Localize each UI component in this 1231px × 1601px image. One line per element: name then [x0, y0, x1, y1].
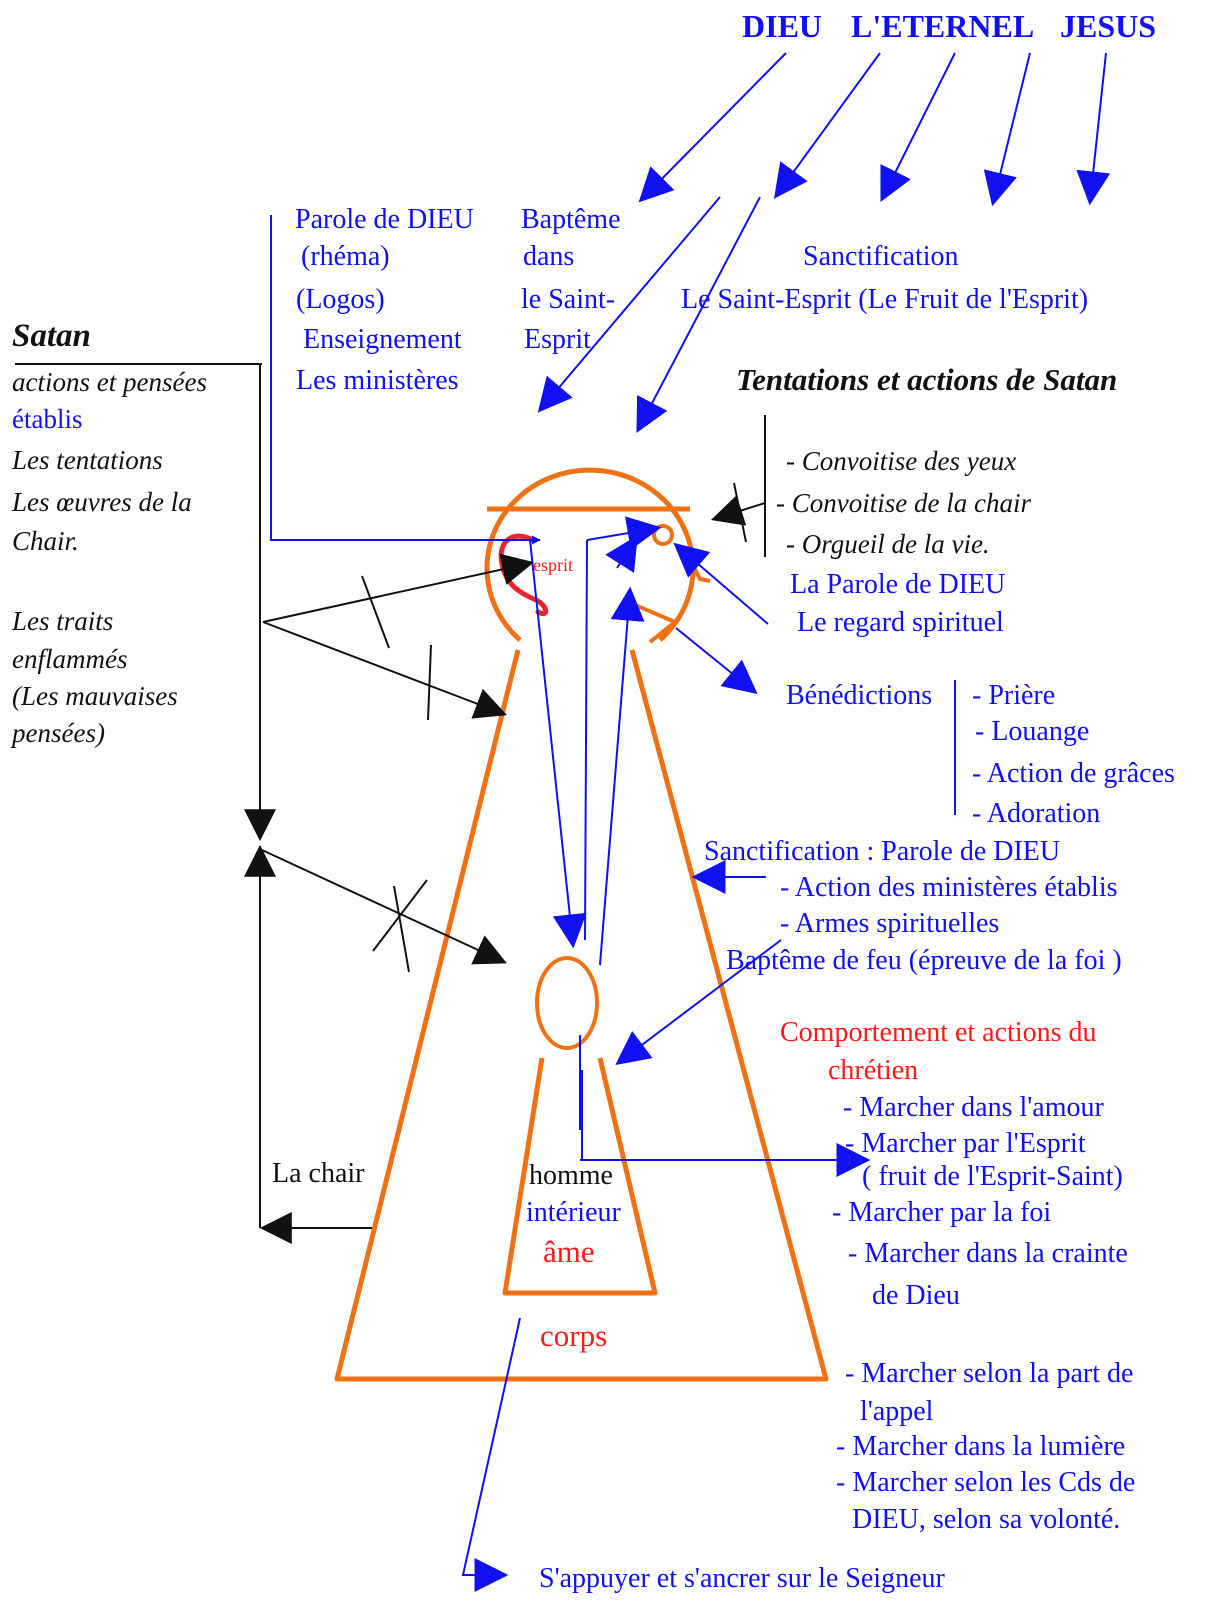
- benediction-item-3: - Action de grâces: [972, 758, 1175, 789]
- sanctification2-line-3: - Armes spirituelles: [780, 908, 1000, 939]
- parole-line: [270, 215, 541, 545]
- comportement-item-10: - Marcher selon les Cds de: [836, 1467, 1136, 1498]
- label-chair: La chair: [272, 1158, 365, 1189]
- tentations-title: Tentations et actions de Satan: [736, 362, 1118, 397]
- sanctification-title: Sanctification: [803, 241, 959, 272]
- comportement-item-7: - Marcher selon la part de: [845, 1358, 1134, 1389]
- bapteme-line-2: dans: [523, 241, 575, 272]
- label-interieur: intérieur: [526, 1197, 621, 1228]
- bapteme-line-1: Baptême: [521, 204, 621, 235]
- tentations-bracket: [710, 415, 766, 557]
- bottom-label: S'appuyer et s'ancrer sur le Seigneur: [539, 1563, 945, 1594]
- comportement-item-1: - Marcher dans l'amour: [843, 1092, 1104, 1123]
- benediction-item-1: - Prière: [972, 680, 1056, 711]
- inner-flows: [461, 516, 871, 1592]
- sanctification2-line-4: Baptême de feu (épreuve de la foi ): [726, 945, 1122, 976]
- satan-line-8: (Les mauvaises: [12, 681, 178, 711]
- inner-man-trapezoid: [502, 1057, 658, 1296]
- regard-line-1: La Parole de DIEU: [790, 569, 1006, 600]
- satan-line-3: Les tentations: [12, 445, 163, 475]
- satan-line-6: Les traits: [12, 606, 114, 636]
- label-eternel: L'ETERNEL: [851, 8, 1035, 44]
- satan-line-4: Les œuvres de la: [12, 487, 192, 517]
- satan-line-9: pensées): [12, 718, 105, 748]
- comportement-item-11: DIEU, selon sa volonté.: [852, 1504, 1121, 1535]
- parole-line-1: Parole de DIEU: [295, 204, 474, 235]
- comportement-item-3: ( fruit de l'Esprit-Saint): [862, 1161, 1123, 1192]
- tentation-item-3: - Orgueil de la vie.: [786, 529, 990, 559]
- tentation-item-2: - Convoitise de la chair: [776, 488, 1031, 518]
- bapteme-line-4: Esprit: [524, 324, 591, 355]
- soul-circle: [535, 956, 599, 1050]
- divine-arrows: [537, 52, 1111, 434]
- parole-line-4: Enseignement: [303, 324, 462, 355]
- sanctification2-line-1: Sanctification : Parole de DIEU: [704, 836, 1061, 867]
- bapteme-line-3: le Saint-: [521, 284, 616, 315]
- comportement-item-5: - Marcher dans la crainte: [848, 1238, 1128, 1269]
- label-jesus: JESUS: [1060, 8, 1157, 44]
- body-trapezoid: [334, 649, 829, 1382]
- satan-line-7: enflammés: [12, 644, 128, 674]
- label-dieu: DIEU: [742, 8, 823, 44]
- comportement-item-6: de Dieu: [872, 1280, 960, 1311]
- comportement-item-2: - Marcher par l'Esprit: [845, 1128, 1086, 1159]
- mouth-mark: [634, 603, 677, 644]
- regard-line-2: Le regard spirituel: [797, 607, 1004, 638]
- comportement-item-8: l'appel: [860, 1396, 934, 1427]
- comportement-title-1: Comportement et actions du: [780, 1017, 1097, 1048]
- parole-line-3: (Logos): [296, 284, 385, 315]
- label-homme: homme: [529, 1160, 613, 1191]
- saint-esprit-label: Le Saint-Esprit (Le Fruit de l'Esprit): [681, 284, 1089, 315]
- parole-line-2: (rhéma): [301, 241, 390, 272]
- comportement-item-9: - Marcher dans la lumière: [836, 1431, 1126, 1462]
- label-esprit: esprit: [533, 555, 573, 575]
- benedictions-title: Bénédictions: [786, 680, 933, 711]
- benediction-item-4: - Adoration: [972, 798, 1101, 829]
- label-ame: âme: [543, 1234, 595, 1269]
- parole-line-5: Les ministères: [296, 365, 459, 396]
- comportement-title-2: chrétien: [828, 1055, 919, 1086]
- label-corps: corps: [540, 1318, 608, 1353]
- comportement-item-4: - Marcher par la foi: [832, 1197, 1052, 1228]
- satan-title: Satan: [12, 318, 91, 354]
- esprit-mark: [498, 533, 549, 616]
- tentation-item-1: - Convoitise des yeux: [786, 446, 1017, 476]
- sanctification2-line-2: - Action des ministères établis: [780, 872, 1118, 903]
- satan-attack-lines: [15, 363, 535, 1244]
- satan-line-5: Chair.: [12, 526, 79, 556]
- satan-line-1: actions et pensées: [12, 367, 207, 397]
- benediction-item-2: - Louange: [975, 716, 1090, 747]
- satan-line-2: établis: [12, 404, 83, 434]
